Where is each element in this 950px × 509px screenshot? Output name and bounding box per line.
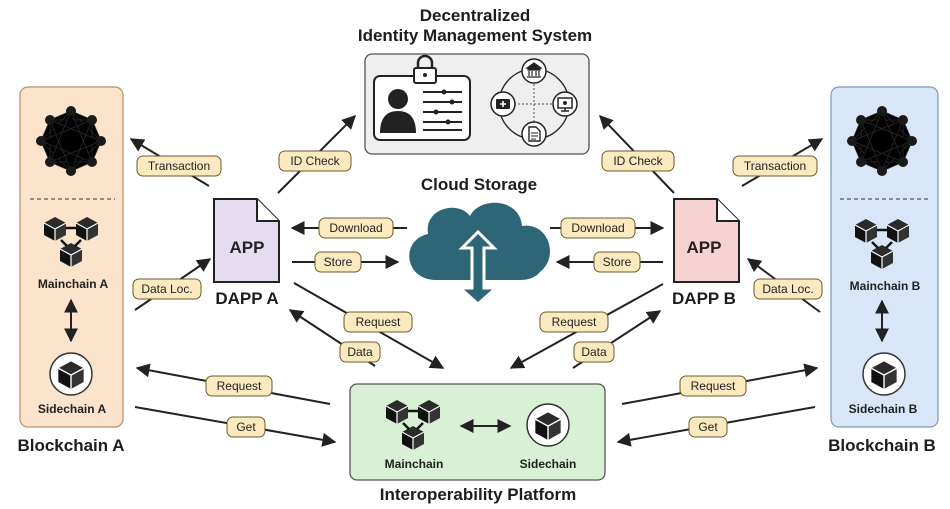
svg-text:Request: Request xyxy=(552,315,597,329)
dapp-b-title: DAPP B xyxy=(672,289,736,308)
svg-text:Download: Download xyxy=(329,221,382,235)
svg-text:Data: Data xyxy=(347,345,373,359)
did-title-line1: Decentralized xyxy=(420,6,531,25)
sidechain-icon xyxy=(863,353,905,395)
tag-get-b: Get xyxy=(688,416,728,438)
tag-data-loc-a: Data Loc. xyxy=(132,278,202,300)
tag-data-a: Data xyxy=(339,341,381,363)
lock-icon xyxy=(413,54,437,84)
tag-request-chain-b: Request xyxy=(679,375,747,397)
tag-id-check-b: ID Check xyxy=(601,150,675,172)
dapp-a-document: APP xyxy=(213,198,280,283)
svg-text:ID Check: ID Check xyxy=(290,154,340,168)
svg-text:Data Loc.: Data Loc. xyxy=(141,282,192,296)
svg-text:Store: Store xyxy=(324,255,353,269)
svg-text:Get: Get xyxy=(236,420,256,434)
dapp-a-app-label: APP xyxy=(230,238,265,257)
svg-text:Data Loc.: Data Loc. xyxy=(762,282,813,296)
svg-text:Get: Get xyxy=(698,420,718,434)
interop-platform-box: Mainchain Sidechain xyxy=(349,383,606,481)
blockchain-a-panel: Mainchain A Sidechain A xyxy=(19,86,124,428)
svg-text:Download: Download xyxy=(571,221,624,235)
svg-text:Request: Request xyxy=(217,379,262,393)
id-card-icon xyxy=(373,54,471,141)
svg-text:Store: Store xyxy=(603,255,632,269)
mainchain-a-label: Mainchain A xyxy=(38,277,109,291)
dapp-a-title: DAPP A xyxy=(215,289,278,308)
tag-request-b: Request xyxy=(539,311,609,333)
tag-transaction-a: Transaction xyxy=(136,155,222,177)
mainchain-b-label: Mainchain B xyxy=(850,279,921,293)
tag-get-a: Get xyxy=(226,416,266,438)
tag-data-loc-b: Data Loc. xyxy=(753,278,823,300)
interop-title: Interoperability Platform xyxy=(380,485,576,504)
svg-text:ID Check: ID Check xyxy=(613,154,663,168)
blockchain-a-title: Blockchain A xyxy=(17,436,124,455)
tag-download-a: Download xyxy=(318,217,394,239)
network-mesh-icon xyxy=(846,105,918,177)
did-title-line2: Identity Management System xyxy=(358,26,592,45)
dapp-b-app-label: APP xyxy=(687,238,722,257)
tag-request-a: Request xyxy=(343,311,413,333)
cloud-title: Cloud Storage xyxy=(421,175,537,194)
sidechain-icon xyxy=(50,353,92,395)
dapp-b-document: APP xyxy=(673,198,740,283)
blockchain-b-panel: Mainchain B Sidechain B xyxy=(830,86,939,428)
svg-text:Transaction: Transaction xyxy=(148,159,210,173)
svg-text:Request: Request xyxy=(691,379,736,393)
tag-transaction-b: Transaction xyxy=(732,155,818,177)
blockchain-b-title: Blockchain B xyxy=(828,436,936,455)
svg-text:Transaction: Transaction xyxy=(744,159,806,173)
cloud-storage-icon xyxy=(409,202,551,307)
svg-text:Request: Request xyxy=(356,315,401,329)
tag-request-chain-a: Request xyxy=(205,375,273,397)
tag-id-check-a: ID Check xyxy=(278,150,352,172)
sidechain-icon xyxy=(527,404,569,446)
did-box xyxy=(364,53,590,155)
sidechain-b-label: Sidechain B xyxy=(849,402,918,416)
sidechain-a-label: Sidechain A xyxy=(38,402,107,416)
svg-text:Data: Data xyxy=(581,345,607,359)
tag-store-a: Store xyxy=(314,251,362,273)
tag-download-b: Download xyxy=(560,217,636,239)
interop-sidechain-label: Sidechain xyxy=(520,457,577,471)
tag-data-b: Data xyxy=(573,341,615,363)
network-mesh-icon xyxy=(35,105,107,177)
tag-store-b: Store xyxy=(593,251,641,273)
interop-mainchain-label: Mainchain xyxy=(385,457,444,471)
decentralized-network-icon xyxy=(490,58,578,147)
